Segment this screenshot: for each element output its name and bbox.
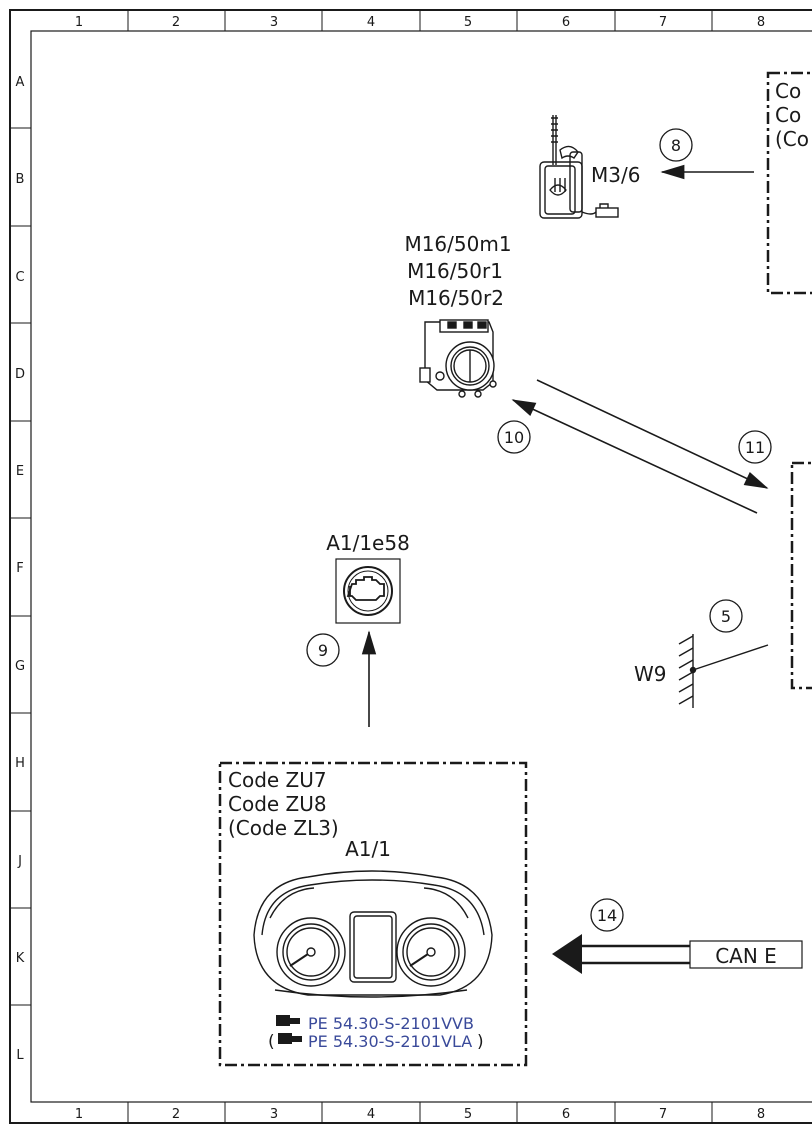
engine-lamp-label: A1/1e58 bbox=[326, 531, 410, 555]
box-code-line: Code ZU8 bbox=[228, 792, 327, 816]
col-label: 5 bbox=[464, 15, 472, 30]
cluster-label: A1/1 bbox=[345, 837, 391, 861]
box-code-line: Co bbox=[775, 103, 801, 127]
col-label: 6 bbox=[562, 1107, 570, 1122]
callout-14: 14 bbox=[590, 898, 624, 932]
col-label: 7 bbox=[659, 1107, 667, 1122]
row-label: E bbox=[16, 464, 24, 479]
col-label: 1 bbox=[75, 1107, 83, 1122]
row-label: A bbox=[16, 75, 25, 90]
col-label: 3 bbox=[270, 1107, 278, 1122]
svg-text:11: 11 bbox=[745, 438, 765, 457]
svg-text:14: 14 bbox=[597, 906, 617, 925]
paren-open: ( bbox=[268, 1032, 275, 1052]
box-code-line: (Code ZL3) bbox=[228, 816, 339, 840]
column-labels-top: 1 2 3 4 5 6 7 8 bbox=[75, 15, 765, 30]
reference-link-1[interactable]: PE 54.30-S-2101VVB bbox=[308, 1014, 474, 1033]
reference-link-2[interactable]: PE 54.30-S-2101VLA bbox=[308, 1032, 472, 1051]
col-label: 1 bbox=[75, 15, 83, 30]
paren-close: ) bbox=[477, 1032, 484, 1052]
control-unit-box-top-right bbox=[766, 71, 812, 295]
row-label: F bbox=[16, 561, 23, 576]
callout-9: 9 bbox=[306, 633, 340, 667]
throttle-label: M16/50m1 bbox=[404, 232, 511, 256]
signal-arrow-11 bbox=[536, 379, 769, 489]
fuel-pump-icon bbox=[539, 115, 619, 219]
throttle-actuator-icon bbox=[419, 319, 497, 398]
svg-text:5: 5 bbox=[721, 607, 731, 626]
drawing-frame bbox=[9, 9, 812, 1124]
row-label: L bbox=[16, 1048, 24, 1063]
col-label: 8 bbox=[757, 1107, 765, 1122]
row-label: B bbox=[16, 172, 25, 187]
hand-pointer-icon bbox=[276, 1015, 302, 1044]
box-code-line: Co bbox=[775, 79, 801, 103]
svg-text:10: 10 bbox=[504, 428, 524, 447]
throttle-label: M16/50r2 bbox=[408, 286, 504, 310]
control-unit-box-mid-right bbox=[790, 461, 812, 690]
box-code-line: Code ZU7 bbox=[228, 768, 327, 792]
instrument-cluster-box bbox=[218, 761, 528, 1067]
row-label: K bbox=[16, 951, 25, 966]
row-label: D bbox=[15, 367, 25, 382]
can-bus-label: CAN E bbox=[715, 944, 777, 968]
column-labels-bottom: 1 2 3 4 5 6 7 8 bbox=[75, 1107, 765, 1122]
callout-11: 11 bbox=[738, 430, 772, 464]
row-label: J bbox=[17, 854, 22, 869]
col-label: 4 bbox=[367, 1107, 375, 1122]
row-label: C bbox=[15, 270, 24, 285]
row-labels: A B C D E F G H J K L bbox=[15, 75, 25, 1063]
callout-5: 5 bbox=[709, 599, 743, 633]
svg-text:8: 8 bbox=[671, 136, 681, 155]
col-label: 5 bbox=[464, 1107, 472, 1122]
instrument-cluster-icon bbox=[253, 870, 493, 998]
svg-text:9: 9 bbox=[318, 641, 328, 660]
throttle-label: M16/50r1 bbox=[407, 259, 503, 283]
col-label: 2 bbox=[172, 15, 180, 30]
check-engine-lamp-icon bbox=[335, 558, 401, 624]
callout-10: 10 bbox=[497, 420, 531, 454]
row-label: G bbox=[15, 659, 25, 674]
can-bus-label-box bbox=[689, 940, 803, 969]
col-label: 8 bbox=[757, 15, 765, 30]
fuel-pump-label: M3/6 bbox=[591, 163, 640, 187]
col-label: 4 bbox=[367, 15, 375, 30]
callout-8: 8 bbox=[659, 128, 693, 162]
col-label: 6 bbox=[562, 15, 570, 30]
signal-arrow-10 bbox=[511, 399, 758, 514]
ground-label: W9 bbox=[634, 662, 667, 686]
col-label: 3 bbox=[270, 15, 278, 30]
col-label: 2 bbox=[172, 1107, 180, 1122]
col-label: 7 bbox=[659, 15, 667, 30]
reference-links: PE 54.30-S-2101VVB ( PE 54.30-S-2101VLA … bbox=[268, 1014, 484, 1052]
ground-point-icon bbox=[678, 634, 769, 708]
box-code-line: (Co bbox=[775, 127, 809, 151]
row-label: H bbox=[15, 756, 25, 771]
can-bus-arrow-14 bbox=[552, 934, 690, 974]
